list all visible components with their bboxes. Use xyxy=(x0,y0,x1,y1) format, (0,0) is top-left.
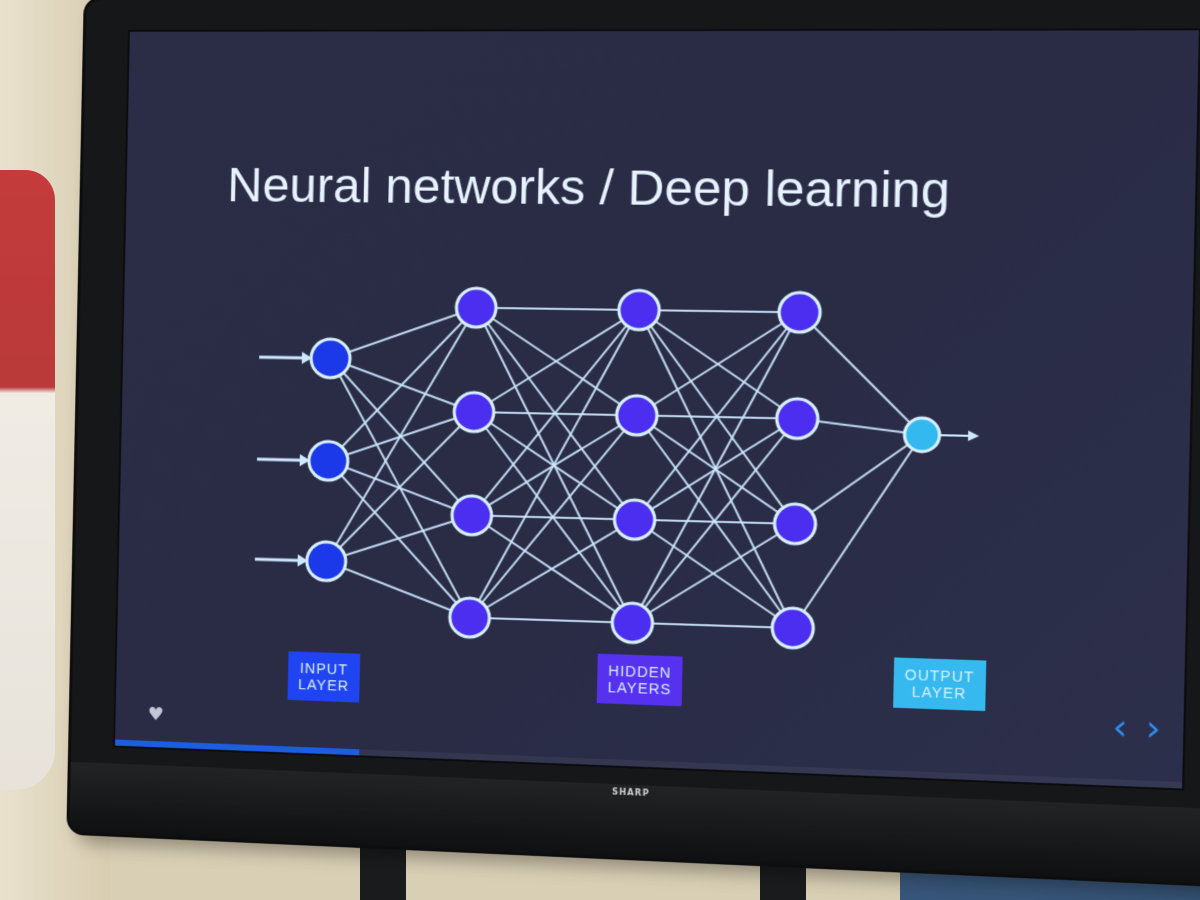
node-l2-n1 xyxy=(616,395,657,435)
edge-l2-n3-to-n0 xyxy=(632,310,799,628)
edge-l1-n0-to-n0 xyxy=(476,308,639,310)
edge-l2-n3-to-n3 xyxy=(632,623,792,628)
edge-l1-n3-to-n1 xyxy=(470,412,637,623)
edge-l0-n2-to-n1 xyxy=(326,409,474,565)
node-l2-n3 xyxy=(612,603,653,644)
hidden-layers-label: HIDDEN LAYERS xyxy=(596,653,683,707)
edge-l3-n2-to-n0 xyxy=(795,432,922,527)
node-l2-n0 xyxy=(619,290,660,330)
edge-l1-n3-to-n3 xyxy=(470,618,633,623)
node-l1-n0 xyxy=(456,288,496,327)
edge-l2-n0-to-n0 xyxy=(639,310,800,312)
input-arrow-2 xyxy=(255,553,308,567)
edge-l0-n1-to-n0 xyxy=(328,306,476,465)
output-arrow xyxy=(939,430,980,442)
chevron-left-icon[interactable]: ‹ xyxy=(1111,706,1129,750)
node-l4-n0 xyxy=(904,418,940,452)
edge-l1-n3-to-n0 xyxy=(470,308,639,623)
input-arrow-1 xyxy=(257,453,311,467)
tv: Neural networks / Deep learning INPUT LA… xyxy=(69,0,1200,885)
edge-l2-n3-to-n1 xyxy=(632,415,797,628)
heart-icon[interactable]: ♥ xyxy=(147,703,165,726)
slide-navigation: ‹ › xyxy=(1111,706,1162,751)
edge-l1-n2-to-n0 xyxy=(472,308,639,520)
tv-brand-logo: SHARP xyxy=(611,787,650,799)
node-l1-n1 xyxy=(454,392,494,432)
neural-network-diagram xyxy=(115,30,980,788)
node-l0-n2 xyxy=(306,541,346,581)
edge-l0-n0-to-n0 xyxy=(331,306,477,361)
node-l3-n0 xyxy=(779,292,821,332)
output-layer-label: OUTPUT LAYER xyxy=(893,657,986,712)
node-l0-n1 xyxy=(309,441,349,480)
node-l1-n2 xyxy=(452,495,492,535)
edge-l0-n2-to-n0 xyxy=(326,306,476,566)
tv-screen: Neural networks / Deep learning INPUT LA… xyxy=(112,28,1200,791)
node-l2-n2 xyxy=(614,500,655,540)
node-l3-n3 xyxy=(772,608,814,649)
edge-l0-n2-to-n3 xyxy=(325,561,471,617)
node-l3-n1 xyxy=(776,398,818,438)
input-arrow-0 xyxy=(259,351,313,365)
input-layer-label: INPUT LAYER xyxy=(287,651,361,703)
chevron-right-icon[interactable]: › xyxy=(1145,707,1162,751)
node-l0-n0 xyxy=(311,339,351,378)
node-l3-n2 xyxy=(774,504,816,545)
node-l1-n3 xyxy=(449,598,489,638)
flag xyxy=(0,170,55,790)
edge-l0-n1-to-n1 xyxy=(328,409,474,464)
edge-l2-n2-to-n0 xyxy=(635,310,800,524)
